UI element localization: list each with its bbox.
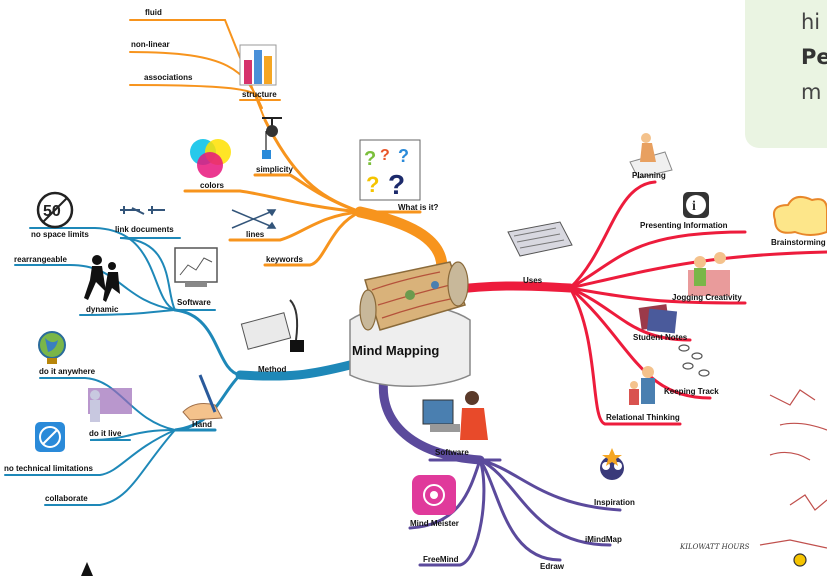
dancers-icon: [84, 255, 120, 302]
no-computer-icon: [35, 422, 65, 452]
label-keywords: keywords: [266, 255, 303, 264]
brainstorm-cloud-icon: [772, 195, 827, 236]
planning-person-icon: [629, 133, 673, 179]
family-icon: [629, 366, 655, 405]
presenter-icon: [88, 388, 132, 422]
computer-user-icon: [422, 391, 488, 440]
label-keeping-track: Keeping Track: [664, 387, 719, 396]
label-presenting-information: Presenting Information: [640, 221, 728, 230]
pulley-icon: [262, 117, 282, 159]
uses-label: Uses: [523, 276, 543, 285]
label-jogging-creativity: Jogging Creativity: [672, 293, 742, 302]
callout-line-1: hi: [801, 10, 821, 34]
speed-limit-sign-icon: 50: [36, 191, 74, 229]
label-inspiration: Inspiration: [594, 498, 635, 507]
student-notes-icon: [638, 304, 678, 334]
info-icon: i: [683, 192, 709, 218]
label-simplicity: simplicity: [256, 165, 293, 174]
central-label: Mind Mapping: [352, 343, 439, 358]
footprints-icon: [678, 344, 710, 377]
central-topic[interactable]: Mind Mapping: [349, 261, 471, 387]
label-edraw: Edraw: [540, 562, 565, 571]
callout-line-3: m: [801, 80, 822, 104]
quill-inkwell-icon: [240, 299, 304, 352]
label-imindmap: iMindMap: [585, 535, 622, 544]
method-label: Method: [258, 365, 287, 374]
uses-branches: [445, 180, 827, 426]
jogging-creativity-icon: [688, 252, 730, 296]
label-mind-meister: Mind Meister: [410, 519, 459, 528]
svg-text:?: ?: [398, 146, 409, 166]
monitor-chart-icon: [174, 247, 218, 287]
sketch-drawing: [759, 389, 827, 567]
callout-line-2: Pe: [801, 45, 827, 69]
structure-icon: [239, 44, 277, 86]
label-do-it-live: do it live: [89, 429, 122, 438]
label-no-technical-limitations: no technical limitations: [4, 464, 93, 473]
label-fluid: fluid: [145, 8, 162, 17]
what-is-it-label: What is it?: [398, 203, 439, 212]
label-no-space-limits: no space limits: [31, 230, 89, 239]
inspiration-icon: [600, 448, 624, 480]
label-collaborate: collaborate: [45, 494, 88, 503]
keyboard-icon: [507, 221, 573, 257]
label-link-documents: link documents: [115, 225, 174, 234]
software-branches: [378, 367, 622, 567]
label-structure: structure: [242, 90, 277, 99]
svg-text:?: ?: [366, 172, 379, 197]
chain-link-icon: [120, 206, 165, 215]
info-glyph: i: [692, 199, 696, 214]
label-relational-thinking: Relational Thinking: [606, 413, 680, 422]
label-planning: Planning: [632, 171, 666, 180]
label-freemind: FreeMind: [423, 555, 459, 564]
text-callout: hi Pe m: [745, 0, 827, 148]
label-associations: associations: [144, 73, 193, 82]
svg-text:?: ?: [364, 148, 376, 170]
kilowatt-hours-text: KILOWATT HOURS: [679, 543, 750, 551]
label-non-linear: non-linear: [131, 40, 170, 49]
what-is-it-branches: [129, 19, 448, 286]
label-student-notes: Student Notes: [633, 333, 688, 342]
label-rearrangeable: rearrangeable: [14, 255, 67, 264]
hand-writing-icon: [182, 374, 223, 421]
svg-text:?: ?: [380, 147, 390, 164]
globe-icon: [38, 331, 66, 364]
question-marks-icon: ? ? ? ? ?: [359, 139, 421, 201]
crossed-arrows-icon: [231, 209, 277, 229]
color-wheel-icon: [190, 139, 231, 178]
label-colors: colors: [200, 181, 225, 190]
label-do-it-anywhere: do it anywhere: [39, 367, 96, 376]
label-brainstorming: Brainstorming: [771, 238, 826, 247]
svg-text:?: ?: [388, 169, 405, 200]
label-hand: Hand: [192, 420, 212, 429]
arrow-up-icon: [81, 562, 93, 576]
mind-meister-icon: [412, 475, 456, 515]
label-lines: lines: [246, 230, 265, 239]
label-dynamic: dynamic: [86, 305, 119, 314]
software-tools-label: Software: [435, 448, 469, 457]
label-software-method: Software: [177, 298, 211, 307]
